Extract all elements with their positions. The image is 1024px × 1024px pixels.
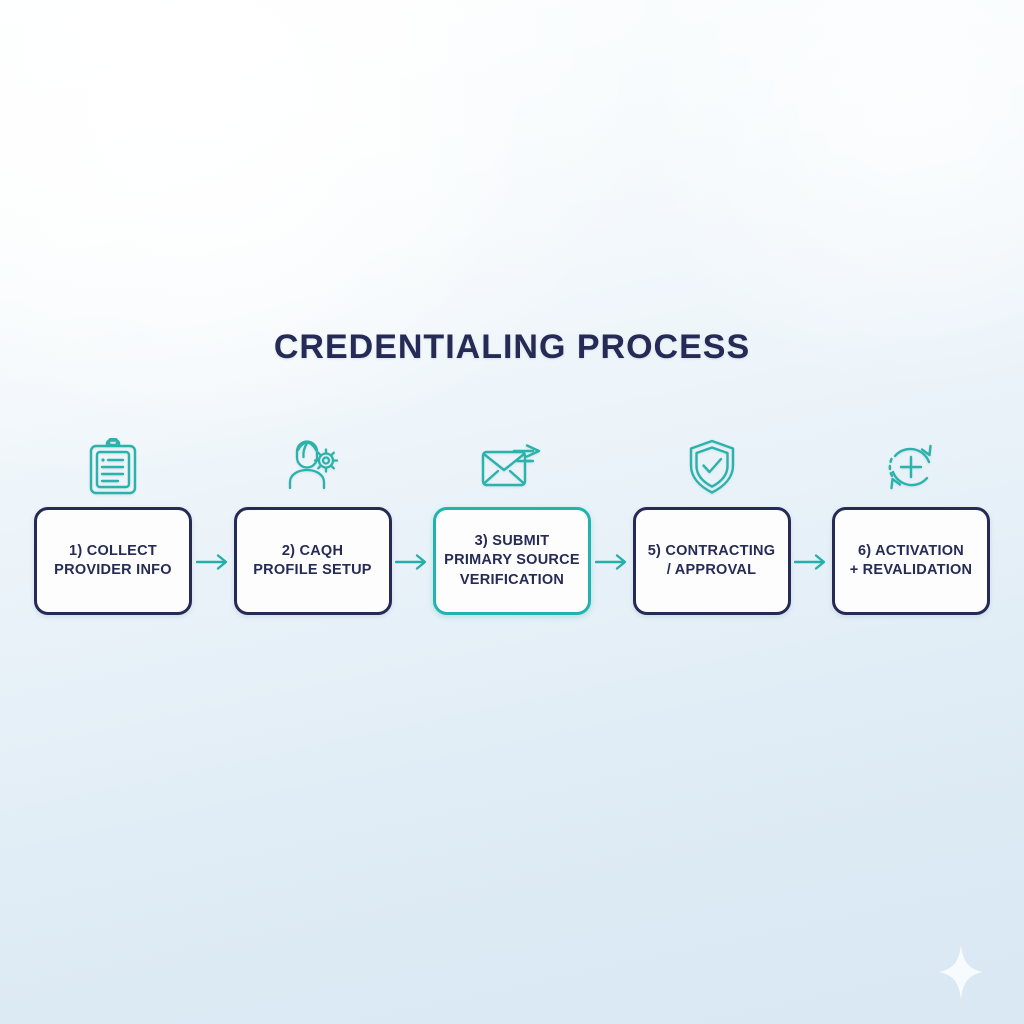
arrow-right-icon-1 <box>194 436 232 626</box>
process-step-box[interactable]: 1) COLLECT PROVIDER INFO <box>34 507 192 615</box>
background-glow-top-right <box>604 0 1024 380</box>
user-gear-icon <box>282 436 344 498</box>
process-step-label: 1) COLLECT PROVIDER INFO <box>54 542 172 578</box>
process-step-box[interactable]: 5) CONTRACTING / APPROVAL <box>632 507 791 615</box>
refresh-plus-icon <box>880 436 942 498</box>
process-step-collect-provider-info[interactable]: 1) COLLECT PROVIDER INFO <box>34 436 192 615</box>
process-step-label: 3) SUBMIT PRIMARY SOURCE VERIFICATION <box>444 532 580 588</box>
process-step-box[interactable]: 2) CAQH PROFILE SETUP <box>233 507 392 615</box>
shield-check-icon <box>681 436 743 498</box>
envelope-send-icon <box>481 436 543 498</box>
process-flow-row: 1) COLLECT PROVIDER INFO <box>34 436 990 626</box>
process-step-caqh-profile-setup[interactable]: 2) CAQH PROFILE SETUP <box>233 436 392 615</box>
process-step-activation-revalidation[interactable]: 6) ACTIVATION + REVALIDATION <box>832 436 990 615</box>
arrow-right-icon-2 <box>393 436 431 626</box>
process-step-submit-primary-source-verification[interactable]: 3) SUBMIT PRIMARY SOURCE VERIFICATION <box>433 436 591 615</box>
process-step-box[interactable]: 6) ACTIVATION + REVALIDATION <box>832 507 990 615</box>
process-step-label: 6) ACTIVATION + REVALIDATION <box>849 542 973 578</box>
process-step-contracting-approval[interactable]: 5) CONTRACTING / APPROVAL <box>632 436 791 615</box>
arrow-right-icon-3 <box>593 436 631 626</box>
clipboard-icon <box>82 436 144 498</box>
four-point-star-icon <box>938 944 984 1000</box>
process-step-label: 5) CONTRACTING / APPROVAL <box>647 542 776 578</box>
arrow-right-icon-4 <box>792 436 830 626</box>
process-step-box-highlighted[interactable]: 3) SUBMIT PRIMARY SOURCE VERIFICATION <box>433 507 591 615</box>
process-step-label: 2) CAQH PROFILE SETUP <box>253 542 372 578</box>
diagram-title: CREDENTIALING PROCESS <box>273 328 751 366</box>
